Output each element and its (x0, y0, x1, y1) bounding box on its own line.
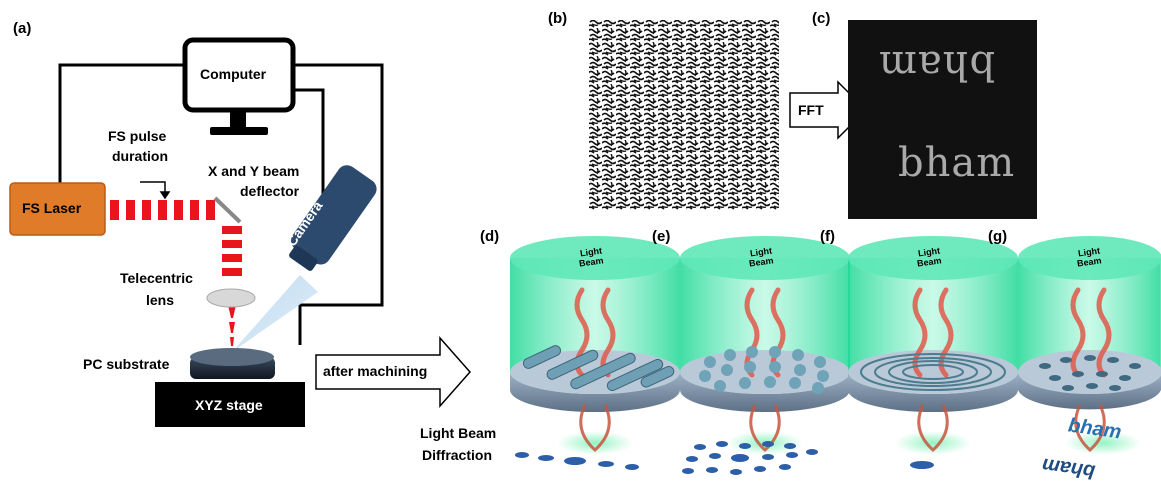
hologram-text: bham (898, 140, 1016, 186)
fft-label: FFT (798, 102, 824, 118)
cylinder-g (1018, 236, 1161, 455)
camera-icon (289, 165, 377, 271)
panel-label-e: (e) (652, 228, 671, 245)
computer-icon (182, 37, 296, 135)
deflector-label-1: X and Y beam (208, 163, 300, 179)
beam-deflector-mirror (213, 196, 242, 224)
after-machining-label: after machining (323, 363, 428, 379)
telecentric-lens (206, 288, 256, 308)
xyz-stage-box (155, 382, 305, 427)
diffraction-spots-e (682, 441, 818, 475)
surface-holes-g (1039, 355, 1141, 391)
panel-label-d: (d) (480, 228, 500, 245)
lens-label-1: Telecentric (120, 270, 193, 286)
deflector-label-2: deflector (240, 183, 300, 199)
camera-view-cone (232, 275, 318, 352)
fs-laser-label: FS Laser (22, 200, 82, 216)
lens-label-2: lens (146, 292, 175, 308)
stage-label: XYZ stage (195, 397, 263, 413)
diffracted-beam-lobes (579, 404, 1106, 453)
reconstruction-image (848, 20, 1037, 219)
laser-beam-vertical (222, 226, 242, 346)
pc-substrate (190, 348, 275, 379)
substrate-label: PC substrate (83, 356, 170, 372)
surface-rings-f (860, 353, 1006, 391)
cylinder-f (848, 236, 1018, 455)
cylinder-d (510, 236, 680, 455)
panel-label-b: (b) (548, 10, 568, 27)
diffraction-label-2: Diffraction (422, 447, 492, 463)
hologram-text-mirrored: bham (878, 42, 996, 88)
panel-label-g: (g) (988, 228, 1008, 245)
diffraction-label-1: Light Beam (420, 425, 497, 441)
panel-label-c: (c) (812, 10, 831, 27)
panel-label-a: (a) (13, 20, 32, 37)
surface-grating-d (522, 345, 675, 392)
panel-label-f: (f) (820, 228, 835, 245)
surface-dots-e (699, 346, 829, 394)
connection-wires (58, 63, 384, 345)
hologram-pattern (589, 20, 779, 210)
after-machining-arrow (315, 336, 472, 408)
pulse-label-1: FS pulse (108, 128, 167, 144)
diffraction-spots-d (515, 452, 639, 470)
pulse-pointer-arrow (140, 181, 171, 200)
fs-laser-box (9, 182, 106, 236)
laser-beam-horizontal (110, 200, 215, 220)
pulse-label-2: duration (112, 148, 168, 164)
diffraction-spot-f (910, 461, 934, 469)
computer-label: Computer (200, 66, 267, 82)
cylinder-e (680, 236, 850, 455)
